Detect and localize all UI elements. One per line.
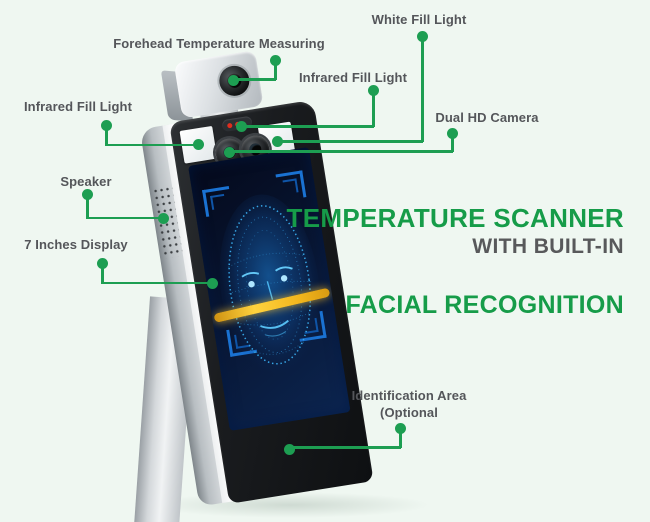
connector-line — [101, 263, 104, 284]
connector-dot — [395, 423, 406, 434]
connector-dot — [284, 444, 295, 455]
callout-label-line2: (Optional — [380, 405, 438, 420]
connector-dot — [97, 258, 108, 269]
headline-line2: WITH BUILT-IN — [472, 235, 624, 259]
connector-line — [86, 216, 164, 219]
red-led-icon — [226, 122, 233, 128]
connector-dot — [368, 85, 379, 96]
connector-dot — [158, 213, 169, 224]
display-screen — [188, 147, 351, 431]
connector-line — [274, 60, 277, 80]
callout-label-line1: Identification Area — [351, 388, 467, 403]
connector-dot — [228, 75, 239, 86]
connector-dot — [193, 139, 204, 150]
connector-dot — [236, 121, 247, 132]
connector-line — [421, 36, 424, 142]
callout-label: 7 Inches Display — [24, 237, 128, 252]
connector-line — [372, 90, 375, 127]
connector-dot — [101, 120, 112, 131]
callout-label: Speaker — [60, 174, 112, 189]
connector-dot — [270, 55, 281, 66]
connector-dot — [207, 278, 218, 289]
connector-dot — [417, 31, 428, 42]
connector-line — [101, 281, 213, 284]
connector-dot — [224, 147, 235, 158]
headline: TEMPERATURE SCANNER WITH BUILT-IN FACIAL… — [287, 204, 624, 319]
callout-label: Infrared Fill Light — [23, 99, 133, 114]
connector-dot — [447, 128, 458, 139]
connector-line — [229, 150, 453, 153]
connector-line — [233, 78, 276, 81]
connector-line — [105, 143, 199, 146]
connector-dot — [272, 136, 283, 147]
headline-line1: TEMPERATURE SCANNER — [286, 203, 624, 233]
connector-line — [277, 140, 423, 143]
temp-sensor-module — [173, 50, 264, 119]
connector-line — [241, 125, 374, 128]
connector-line — [105, 125, 108, 146]
connector-line — [289, 446, 401, 449]
connector-line — [399, 428, 402, 448]
connector-dot — [82, 189, 93, 200]
face-wireframe-graphic — [219, 194, 320, 376]
floor-shadow — [150, 492, 430, 518]
headline-line3: FACIAL RECOGNITION — [345, 291, 624, 320]
callout-label: Dual HD Camera — [435, 110, 539, 125]
callout-label: Identification Area (Optional — [352, 387, 467, 421]
connector-line — [451, 133, 454, 152]
callout-label: Forehead Temperature Measuring — [113, 36, 325, 51]
callout-label: White Fill Light — [371, 12, 467, 27]
callout-label: Infrared Fill Light — [298, 70, 408, 85]
temperature-scanner-kiosk — [119, 32, 392, 522]
connector-line — [86, 194, 89, 219]
